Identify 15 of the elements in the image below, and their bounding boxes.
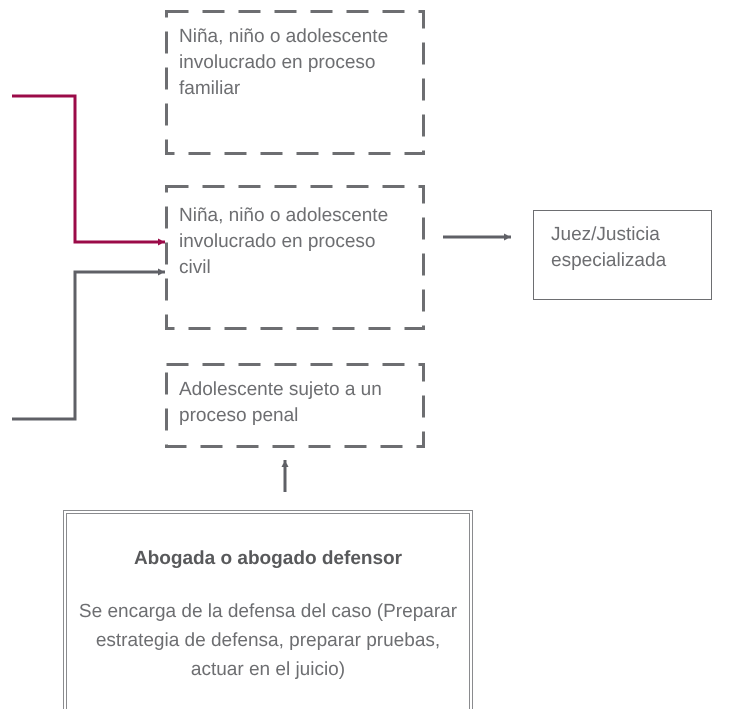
dashed-box xyxy=(165,363,425,448)
dashed-box xyxy=(165,185,425,330)
box-heading: Abogada o abogado defensor xyxy=(132,547,404,571)
dashed-box xyxy=(165,10,425,155)
box-text: Juez/Justicia especializada xyxy=(551,223,668,273)
box-text: Niña, niño o adolescente involucrado en proceso familiar xyxy=(179,25,390,101)
arrow xyxy=(282,460,288,492)
info-box xyxy=(63,510,473,709)
arrow xyxy=(443,234,511,240)
arrow xyxy=(12,268,165,420)
arrow xyxy=(12,94,165,246)
box-text: Niña, niño o adolescente involucrado en proceso civil xyxy=(179,204,390,280)
box-text: Se encarga de la defensa del caso (Preparar estrategia de defensa, preparar pruebas, actuar en el juicio) xyxy=(78,600,458,682)
process-box xyxy=(533,210,712,300)
box-text: Adolescente sujeto a un proceso penal xyxy=(179,378,383,428)
